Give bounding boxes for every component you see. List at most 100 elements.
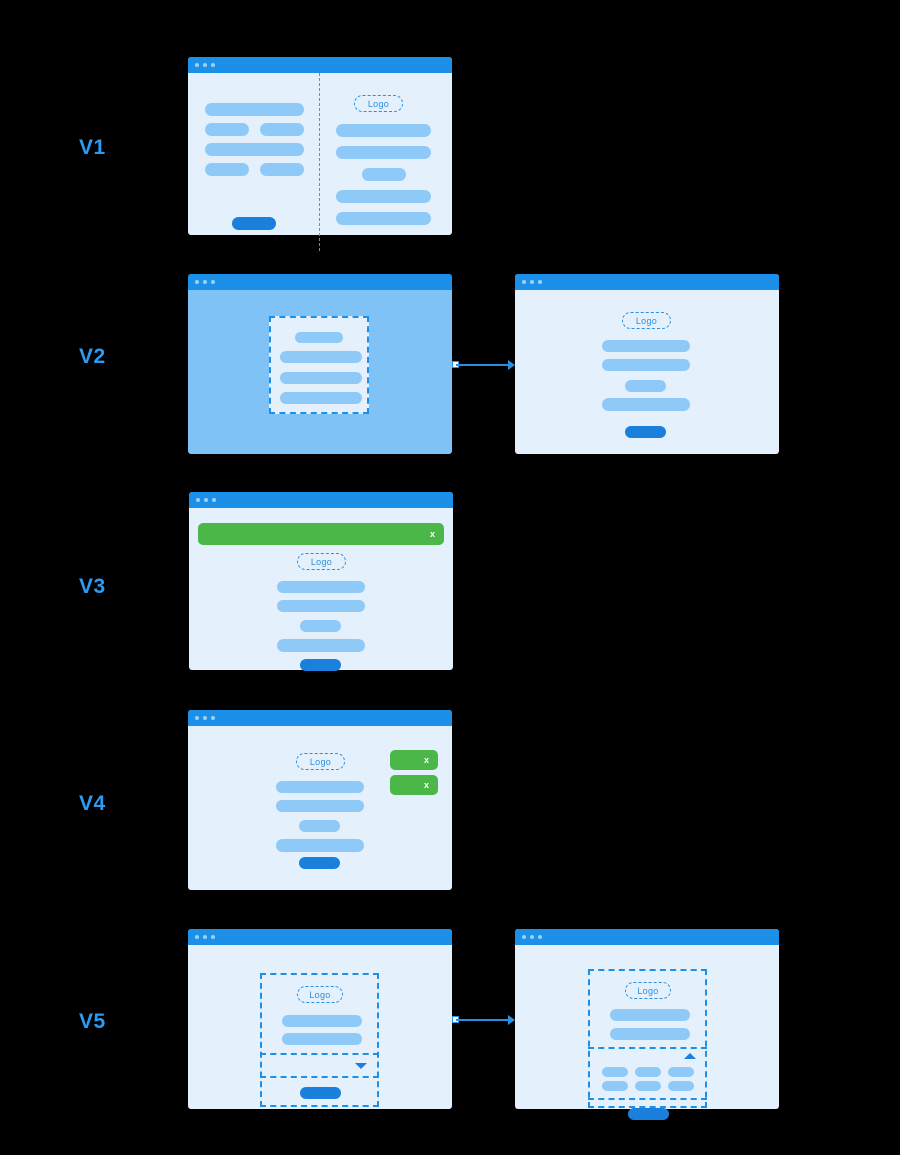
v3-titlebar[interactable] [189,492,453,508]
v2-right-bar-3 [602,398,690,411]
row-label-v2: V2 [79,345,106,368]
window-dot-green-icon [211,280,215,284]
window-dot-red-icon [522,935,526,939]
v2-right-bar-1 [602,340,690,352]
v5-left-accordion-bottom-divider [260,1076,379,1078]
v1-left-bar-half-2a [205,163,249,176]
v3-bar-1 [277,581,365,593]
v4-logo-label: Logo [309,756,332,767]
v3-logo-placeholder: Logo [297,553,346,570]
v5-right-grid-pill-1 [602,1067,628,1077]
v5-connector-line [456,1019,509,1021]
window-dot-green-icon [211,63,215,67]
v5-right-accordion-top-divider [588,1047,707,1049]
v2-modal-bar-1 [280,351,362,363]
v2-connector-arrow [452,360,515,370]
v3-success-banner[interactable]: x [198,523,444,545]
v3-logo-label: Logo [310,556,333,567]
v2-connector-arrowhead-icon [508,360,515,370]
v4-window-body: x x Logo [188,726,452,890]
v5-right-grid-pill-3 [668,1067,694,1077]
v1-left-bar-half-2b [260,163,304,176]
v2-right-window-body: Logo [515,290,779,454]
v2-left-titlebar[interactable] [188,274,452,290]
v5-right-logo-placeholder: Logo [625,982,671,999]
v2-right-bar-2 [602,359,690,371]
row-label-v1: V1 [79,136,106,159]
v5-left-logo-placeholder: Logo [297,986,343,1003]
v2-modal-bar-3 [280,392,362,404]
v4-toast-1[interactable]: x [390,750,438,770]
window-dot-yellow-icon [530,280,534,284]
row-label-v4: V4 [79,792,106,815]
v1-logo-placeholder: Logo [354,95,403,112]
v5-left-window-body: Logo [188,945,452,1109]
window-dot-yellow-icon [203,280,207,284]
v5-left-bar-1 [282,1015,362,1027]
v1-right-bar-4 [336,212,431,225]
v4-cta-button[interactable] [299,857,340,869]
window-dot-green-icon [538,935,542,939]
window-dot-yellow-icon [204,498,208,502]
window-dot-green-icon [212,498,216,502]
v1-window: Logo [188,57,452,251]
v1-window-body: Logo [188,73,452,251]
v5-right-bar-1 [610,1009,690,1021]
v5-left-chevron-down-icon[interactable] [355,1063,367,1069]
v3-window-body: x Logo [189,508,453,671]
v5-left-window: Logo [188,929,452,1109]
v5-left-titlebar[interactable] [188,929,452,945]
v2-right-titlebar[interactable] [515,274,779,290]
window-dot-red-icon [195,716,199,720]
v4-bar-3 [276,839,364,852]
v1-titlebar[interactable] [188,57,452,73]
v1-left-cta-button[interactable] [232,217,276,230]
v5-connector-arrowhead-icon [508,1015,515,1025]
v3-bar-3 [277,639,365,652]
v1-left-bar-full-1 [205,103,304,116]
v2-logo-label: Logo [635,315,658,326]
v1-right-bar-2 [336,146,431,159]
v5-right-accordion-bottom-divider [588,1098,707,1100]
v4-logo-placeholder: Logo [296,753,345,770]
v5-right-titlebar[interactable] [515,929,779,945]
v5-right-grid-pill-5 [635,1081,661,1091]
window-dot-red-icon [195,280,199,284]
v2-right-cta-button[interactable] [625,426,666,438]
v5-right-window: Logo [515,929,779,1120]
v4-toast-2-close-icon[interactable]: x [423,780,429,790]
v5-left-cta-button[interactable] [300,1087,341,1099]
v1-logo-label: Logo [367,98,390,109]
v3-bar-2 [277,600,365,612]
v5-left-logo-label: Logo [309,989,331,1000]
v5-right-bar-2 [610,1028,690,1040]
v2-modal-bar-short [295,332,343,343]
v2-modal-card [269,316,369,414]
window-dot-green-icon [211,935,215,939]
v2-logo-placeholder: Logo [622,312,671,329]
v4-toast-2[interactable]: x [390,775,438,795]
v5-right-chevron-up-icon[interactable] [684,1053,696,1059]
v4-toast-1-close-icon[interactable]: x [423,755,429,765]
v5-left-card: Logo [260,973,379,1107]
v2-left-window [188,274,452,454]
v1-divider [319,73,320,251]
v1-right-bar-3 [336,190,431,203]
v2-connector-line [456,364,509,366]
v2-right-bar-short [625,380,666,392]
v5-right-grid-pill-6 [668,1081,694,1091]
v4-titlebar[interactable] [188,710,452,726]
v3-banner-close-icon[interactable]: x [429,529,435,539]
v5-right-cta-button[interactable] [628,1108,669,1120]
v4-bar-2 [276,800,364,812]
v5-right-logo-label: Logo [637,985,659,996]
v1-left-bar-full-2 [205,143,304,156]
v1-left-bar-half-1a [205,123,249,136]
v3-cta-button[interactable] [300,659,341,671]
window-dot-yellow-icon [530,935,534,939]
v5-connector-arrow [452,1015,515,1025]
v5-right-grid-pill-2 [635,1067,661,1077]
v4-window: x x Logo [188,710,452,890]
window-dot-yellow-icon [203,63,207,67]
